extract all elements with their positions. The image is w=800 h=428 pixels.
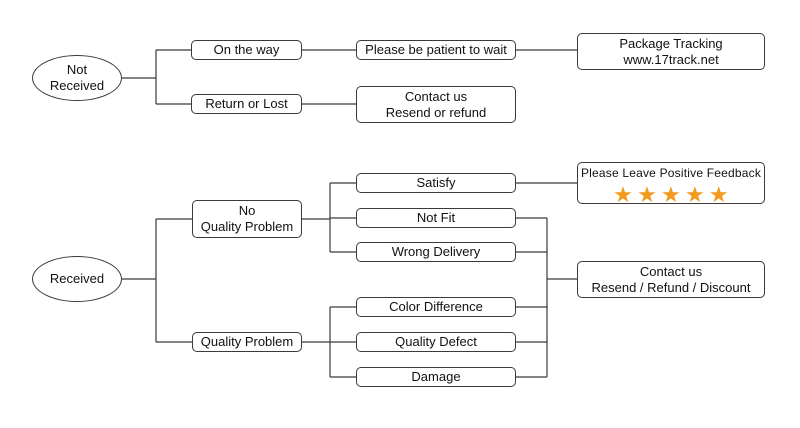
received-label: Received — [49, 271, 105, 287]
damage-node: Damage — [356, 367, 516, 387]
rating-stars: ★★★★★ — [613, 182, 729, 208]
star-icon: ★ — [613, 182, 634, 208]
package-tracking-label: Package Tracking — [619, 35, 723, 51]
please-wait-label: Please be patient to wait — [365, 42, 507, 58]
contact-us-label-2: Contact us — [639, 263, 703, 279]
no-quality-problem-line-2: Quality Problem — [200, 219, 294, 234]
contact-resend-refund-node: Contact us Resend or refund — [356, 86, 516, 123]
damage-label: Damage — [411, 369, 461, 385]
resend-refund-discount-label: Resend / Refund / Discount — [591, 279, 751, 295]
resend-or-refund-label: Resend or refund — [385, 104, 487, 120]
on-the-way-node: On the way — [191, 40, 302, 60]
star-icon: ★ — [708, 182, 729, 208]
star-icon: ★ — [661, 182, 681, 208]
return-or-lost-label: Return or Lost — [205, 96, 288, 112]
no-quality-problem-line-1: No — [238, 203, 256, 219]
received-node: Received — [32, 256, 122, 302]
satisfy-node: Satisfy — [356, 173, 516, 193]
contact-resend-refund-discount-node: Contact us Resend / Refund / Discount — [577, 261, 765, 298]
contact-us-label: Contact us — [404, 88, 468, 104]
package-tracking-node: Package Tracking www.17track.net — [577, 33, 765, 70]
not-received-node: Not Received — [32, 55, 122, 101]
star-icon: ★ — [637, 182, 658, 208]
wrong-delivery-label: Wrong Delivery — [391, 244, 481, 260]
quality-problem-label: Quality Problem — [200, 334, 294, 350]
not-fit-label: Not Fit — [416, 210, 456, 226]
positive-feedback-label: Please Leave Positive Feedback — [580, 166, 762, 180]
return-or-lost-node: Return or Lost — [191, 94, 302, 114]
quality-defect-node: Quality Defect — [356, 332, 516, 352]
star-icon: ★ — [684, 182, 705, 208]
not-received-line-2: Received — [49, 78, 105, 93]
not-fit-node: Not Fit — [356, 208, 516, 228]
quality-defect-label: Quality Defect — [395, 334, 477, 350]
tracking-url-label: www.17track.net — [623, 51, 719, 67]
on-the-way-label: On the way — [213, 42, 280, 58]
wrong-delivery-node: Wrong Delivery — [356, 242, 516, 262]
positive-feedback-node: Please Leave Positive Feedback ★★★★★ — [577, 162, 765, 208]
satisfy-label: Satisfy — [416, 175, 456, 191]
color-difference-label: Color Difference — [389, 299, 483, 315]
color-difference-node: Color Difference — [356, 297, 516, 317]
not-received-line-1: Not — [66, 62, 88, 78]
no-quality-problem-node: No Quality Problem — [192, 200, 302, 238]
quality-problem-node: Quality Problem — [192, 332, 302, 352]
please-wait-node: Please be patient to wait — [356, 40, 516, 60]
